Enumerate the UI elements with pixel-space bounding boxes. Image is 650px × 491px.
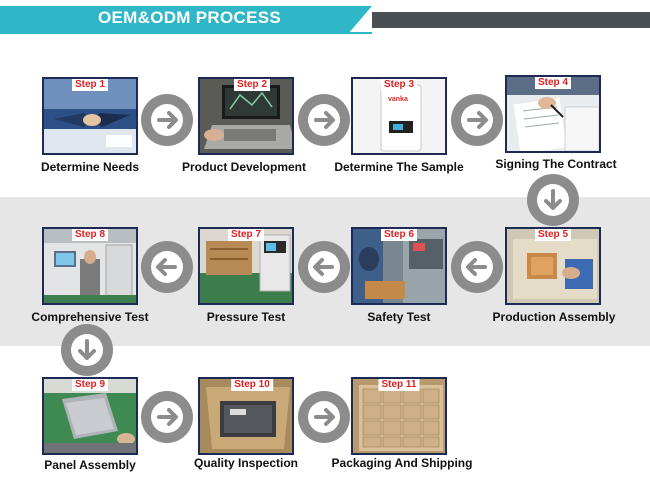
arrow-left-icon bbox=[451, 241, 503, 293]
step-10-photo bbox=[198, 377, 294, 455]
step-2-photo bbox=[198, 77, 294, 155]
packaging-photo bbox=[353, 379, 445, 453]
step-3-photo bbox=[351, 77, 447, 155]
step-1-label: Determine Needs bbox=[40, 160, 140, 174]
assembly-photo bbox=[507, 229, 599, 303]
header-underline bbox=[0, 32, 372, 34]
product-brand-text: vanka bbox=[388, 96, 408, 103]
step-8-label: Comprehensive Test bbox=[31, 310, 149, 324]
arrow-right-icon bbox=[451, 94, 503, 146]
step-6-photo bbox=[351, 227, 447, 305]
step-11-badge: Step 11 bbox=[378, 379, 420, 391]
laptop-photo bbox=[200, 79, 292, 153]
step-9-label: Panel Assembly bbox=[44, 458, 136, 472]
safety-test-photo bbox=[353, 229, 445, 303]
step-2-badge: Step 2 bbox=[233, 79, 271, 91]
step-5-badge: Step 5 bbox=[534, 229, 572, 241]
arrow-right-icon bbox=[298, 94, 350, 146]
handshake-photo bbox=[44, 79, 136, 153]
arrow-right-icon bbox=[141, 94, 193, 146]
arrow-right-icon bbox=[141, 391, 193, 443]
step-7-label: Pressure Test bbox=[206, 310, 286, 324]
step-4-photo bbox=[505, 75, 601, 153]
step-6-label: Safety Test bbox=[367, 310, 431, 324]
step-4-label: Signing The Contract bbox=[495, 157, 617, 171]
contract-photo bbox=[507, 77, 599, 151]
step-5-photo bbox=[505, 227, 601, 305]
step-7-photo bbox=[198, 227, 294, 305]
step-6-badge: Step 6 bbox=[380, 229, 418, 241]
step-11-label: Packaging And Shipping bbox=[331, 456, 473, 470]
step-2-label: Product Development bbox=[181, 160, 307, 174]
pressure-test-photo bbox=[200, 229, 292, 303]
step-9-badge: Step 9 bbox=[71, 379, 109, 391]
step-5-label: Production Assembly bbox=[492, 310, 616, 324]
arrow-right-icon bbox=[298, 391, 350, 443]
arrow-down-icon bbox=[527, 174, 579, 226]
arrow-left-icon bbox=[141, 241, 193, 293]
step-1-photo bbox=[42, 77, 138, 155]
step-8-photo bbox=[42, 227, 138, 305]
header-banner bbox=[0, 6, 372, 32]
quality-inspection-photo bbox=[200, 379, 292, 453]
comprehensive-test-photo bbox=[44, 229, 136, 303]
panel-assembly-photo bbox=[44, 379, 136, 453]
arrow-left-icon bbox=[298, 241, 350, 293]
step-8-badge: Step 8 bbox=[71, 229, 109, 241]
step-9-photo bbox=[42, 377, 138, 455]
step-11-photo bbox=[351, 377, 447, 455]
step-1-badge: Step 1 bbox=[71, 79, 109, 91]
step-4-badge: Step 4 bbox=[534, 77, 572, 89]
step-10-label: Quality Inspection bbox=[193, 456, 298, 470]
page-title: OEM&ODM PROCESS bbox=[98, 8, 282, 27]
step-10-badge: Step 10 bbox=[231, 379, 273, 391]
arrow-down-icon bbox=[61, 324, 113, 376]
step-3-badge: Step 3 bbox=[380, 79, 418, 91]
step-7-badge: Step 7 bbox=[227, 229, 265, 241]
header-bar bbox=[372, 12, 650, 28]
step-3-label: Determine The Sample bbox=[334, 160, 464, 174]
water-heater-photo bbox=[353, 79, 445, 153]
